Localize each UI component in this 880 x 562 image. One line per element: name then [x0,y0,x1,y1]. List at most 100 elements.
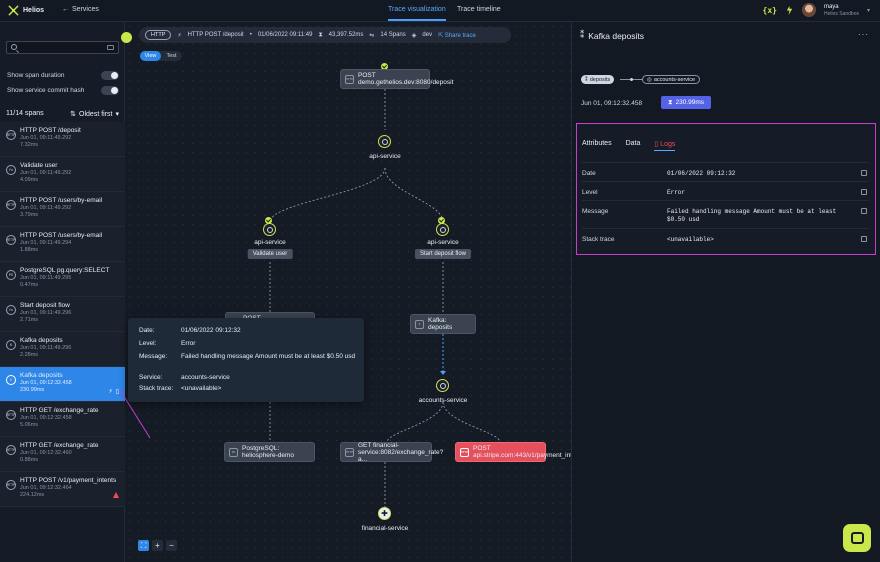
span-duration-toggle[interactable] [101,71,119,80]
zoom-out-button[interactable]: − [166,540,177,551]
bolt-marker-icon [381,63,388,70]
toggle-label: Show span duration [7,72,65,79]
trace-canvas[interactable]: HTTP ⚡ HTTP POST /deposit • 01/06/2022 0… [121,22,584,562]
span-type-icon: fn [6,305,16,315]
http-icon: HTTP [345,75,354,84]
span-time: Jun 01, 09:12:32.458 [20,380,72,386]
share-trace-button[interactable]: ⇱ Share trace [438,32,476,39]
span-time: Jun 01, 09:12:32.458 [20,415,72,421]
span-duration: 0.88ms [20,457,39,463]
user-info[interactable]: maya Helios Sandbox [824,4,859,17]
get-financial-node[interactable]: HTTP GET financial-service:8082/exchange… [340,442,443,463]
span-marks: ⚡▯ [108,388,119,395]
log-key: Date [582,170,596,177]
service-chip[interactable]: ◎ accounts-service [642,75,701,84]
test-mode-button[interactable]: Test [166,53,177,59]
variables-icon[interactable]: {x} [762,5,777,15]
lightbulb-icon[interactable] [785,5,794,16]
external-link-icon[interactable] [861,236,867,242]
flow-connector [620,78,642,81]
log-row-stack-trace: Stack trace <unavailable> [582,228,869,248]
tooltip-key: Level: [139,340,157,347]
span-name: HTTP POST /users/by-email [20,197,103,204]
service-label: financial-service [361,525,409,532]
http-icon: HTTP [460,448,469,457]
api-service-right-node[interactable] [436,223,449,236]
chip-label: deposits [589,76,611,83]
tab-trace-visualization[interactable]: Trace visualization [388,6,446,21]
log-key: Stack trace [582,236,615,243]
avatar[interactable] [801,3,816,17]
span-type-icon: HTTP [6,410,16,420]
back-to-services-link[interactable]: ← Services [62,6,99,13]
trace-edges [269,89,501,512]
log-value: 01/06/2022 09:12:32 [667,170,736,177]
more-options-icon[interactable]: ··· [858,30,869,39]
kafka-deposits-node[interactable]: K Kafka: deposits [410,314,476,334]
bolt-icon: ⚡ [177,32,182,39]
sort-icon: ⇅ [70,111,77,118]
tooltip-value: 01/06/2022 09:12:32 [181,327,241,334]
hourglass-icon: ⧗ [318,31,323,38]
search-input[interactable] [21,43,101,53]
api-service-node[interactable] [378,135,391,148]
root-node[interactable]: HTTP POST demo.gethelios.dev:8080/deposi… [340,69,453,89]
tab-data[interactable]: Data [625,140,641,147]
financial-service-node[interactable]: ✚ [378,507,391,520]
node-label: GET financial-service:8082/exchange_rate… [358,441,444,463]
tab-attributes[interactable]: Attributes [582,140,612,147]
span-search[interactable] [6,41,119,54]
view-mode-button[interactable]: View [140,51,161,61]
fit-view-button[interactable]: ⛶ [138,540,149,551]
filter-icon[interactable] [121,32,132,43]
helios-logo[interactable]: Helios [8,5,44,16]
service-label: accounts-service [418,397,468,404]
span-type-icon: PG [6,270,16,280]
service-label: api-service [254,239,286,246]
chevron-down-icon[interactable]: ▾ [866,7,870,14]
view-test-toggle[interactable]: View Test [140,51,182,61]
chat-icon [850,532,864,544]
node-label: Kafka: deposits [428,317,453,331]
duration-badge: ⧗ 230.99ms [661,96,711,109]
tab-trace-timeline[interactable]: Trace timeline [457,6,501,13]
external-link-icon[interactable] [861,189,867,195]
trace-duration: 43,397.52ms [328,32,364,38]
check-icon [438,217,445,224]
tooltip-value: Failed handling message Amount must be a… [181,353,356,360]
chat-help-button[interactable] [843,524,871,552]
logs-card: Attributes Data ▯ Logs Date 01/06/2022 0… [576,123,876,255]
separator: • [249,32,252,38]
tab-logs[interactable]: ▯ Logs [654,141,676,151]
span-time: Jun 01, 09:12:32.460 [20,450,72,456]
spans-header: 11/14 spans ⇅ Oldest first ▾ [6,110,119,118]
edge [386,401,444,443]
span-name: Start deposit flow [20,302,70,309]
validate-user-chip[interactable]: Validate user [247,249,293,259]
api-service-left-node[interactable] [263,223,276,236]
external-link-icon[interactable] [861,208,867,214]
postgres-node[interactable]: PG PostgreSQL: heliosphere-demo [224,442,315,462]
topic-chip[interactable]: ⁑ deposits [581,75,615,84]
stripe-node[interactable]: HTTP POST api.stripe.com:443/v1/payment_… [455,442,584,462]
accounts-service-node[interactable] [436,379,449,392]
external-link-icon[interactable] [861,170,867,176]
zoom-controls: ⛶ + − [138,540,177,551]
sort-dropdown[interactable]: ⇅ Oldest first ▾ [70,110,119,119]
start-deposit-flow-chip[interactable]: Start deposit flow [414,249,472,259]
zoom-in-button[interactable]: + [152,540,163,551]
tooltip-key: Service: [139,374,163,381]
span-time: Jun 01, 09:11:49.292 [20,170,72,176]
commit-hash-toggle[interactable] [101,86,119,95]
